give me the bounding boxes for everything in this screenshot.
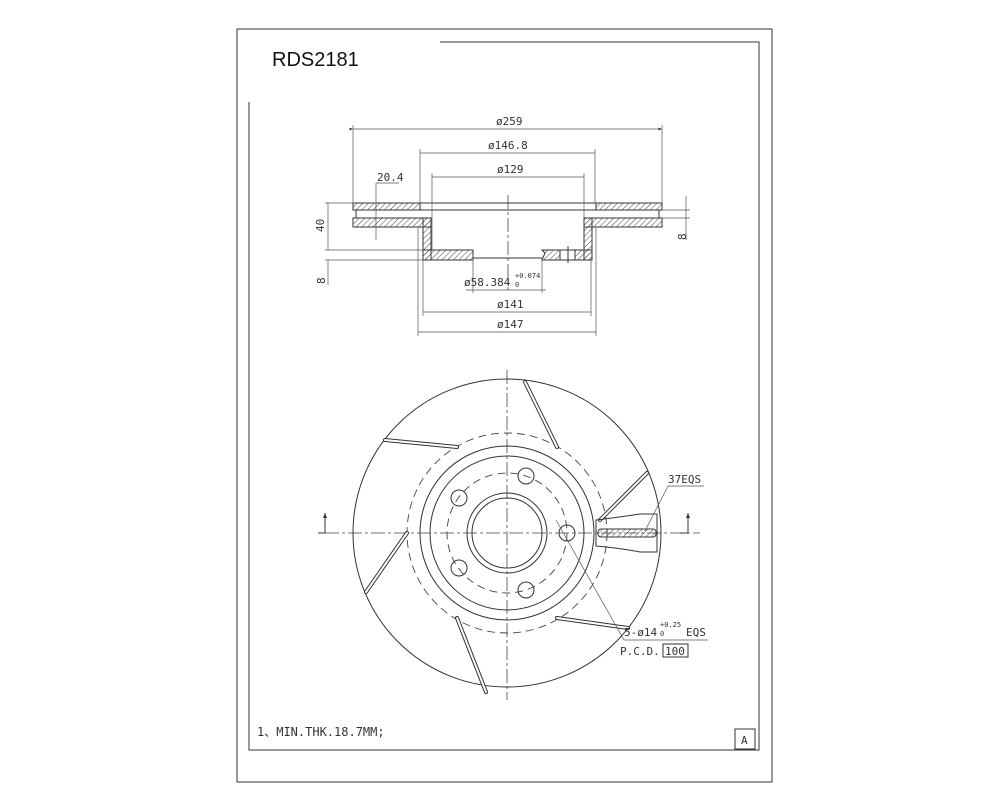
dim-147: ø147 <box>497 318 524 331</box>
dim-height-40: 40 <box>314 219 327 232</box>
slots-inner <box>365 381 648 693</box>
dim-129: ø129 <box>497 163 524 176</box>
bolt-holes <box>450 467 576 599</box>
pcd-label: P.C.D. <box>620 645 660 658</box>
section-view: ø259 ø146.8 ø129 20.4 40 8 8 ø58.384 +0.… <box>314 115 690 336</box>
holes-label: 5-ø14 <box>624 626 657 639</box>
dim-bore: ø58.384 <box>464 276 511 289</box>
drawing-note: 1、MIN.THK.18.7MM; <box>257 725 385 739</box>
revision-label: A <box>741 734 748 747</box>
holes-tol-lower: 0 <box>660 630 664 638</box>
inner-frame <box>248 41 760 751</box>
dim-bore-tol-upper: +0.074 <box>515 272 540 280</box>
dim-hat-thickness-8: 8 <box>315 277 328 284</box>
revision-box <box>734 728 756 750</box>
pcd-value: 100 <box>665 645 685 658</box>
face-view: 37EQS 5-ø14 +0.25 0 EQS P.C.D. 100 <box>318 370 708 700</box>
slot-count-label: 37EQS <box>668 473 701 486</box>
dim-disc-thickness-8: 8 <box>676 233 689 240</box>
dim-outer-diameter: ø259 <box>496 115 523 128</box>
dim-bore-tol-lower: 0 <box>515 281 519 289</box>
holes-tol-upper: +0.25 <box>660 621 681 629</box>
part-number: RDS2181 <box>272 49 359 71</box>
holes-suffix: EQS <box>686 626 706 639</box>
outer-frame <box>236 28 773 783</box>
dim-146-8: ø146.8 <box>488 139 528 152</box>
title-label-box <box>238 30 440 102</box>
dim-20-4: 20.4 <box>377 171 404 184</box>
dim-141: ø141 <box>497 298 524 311</box>
